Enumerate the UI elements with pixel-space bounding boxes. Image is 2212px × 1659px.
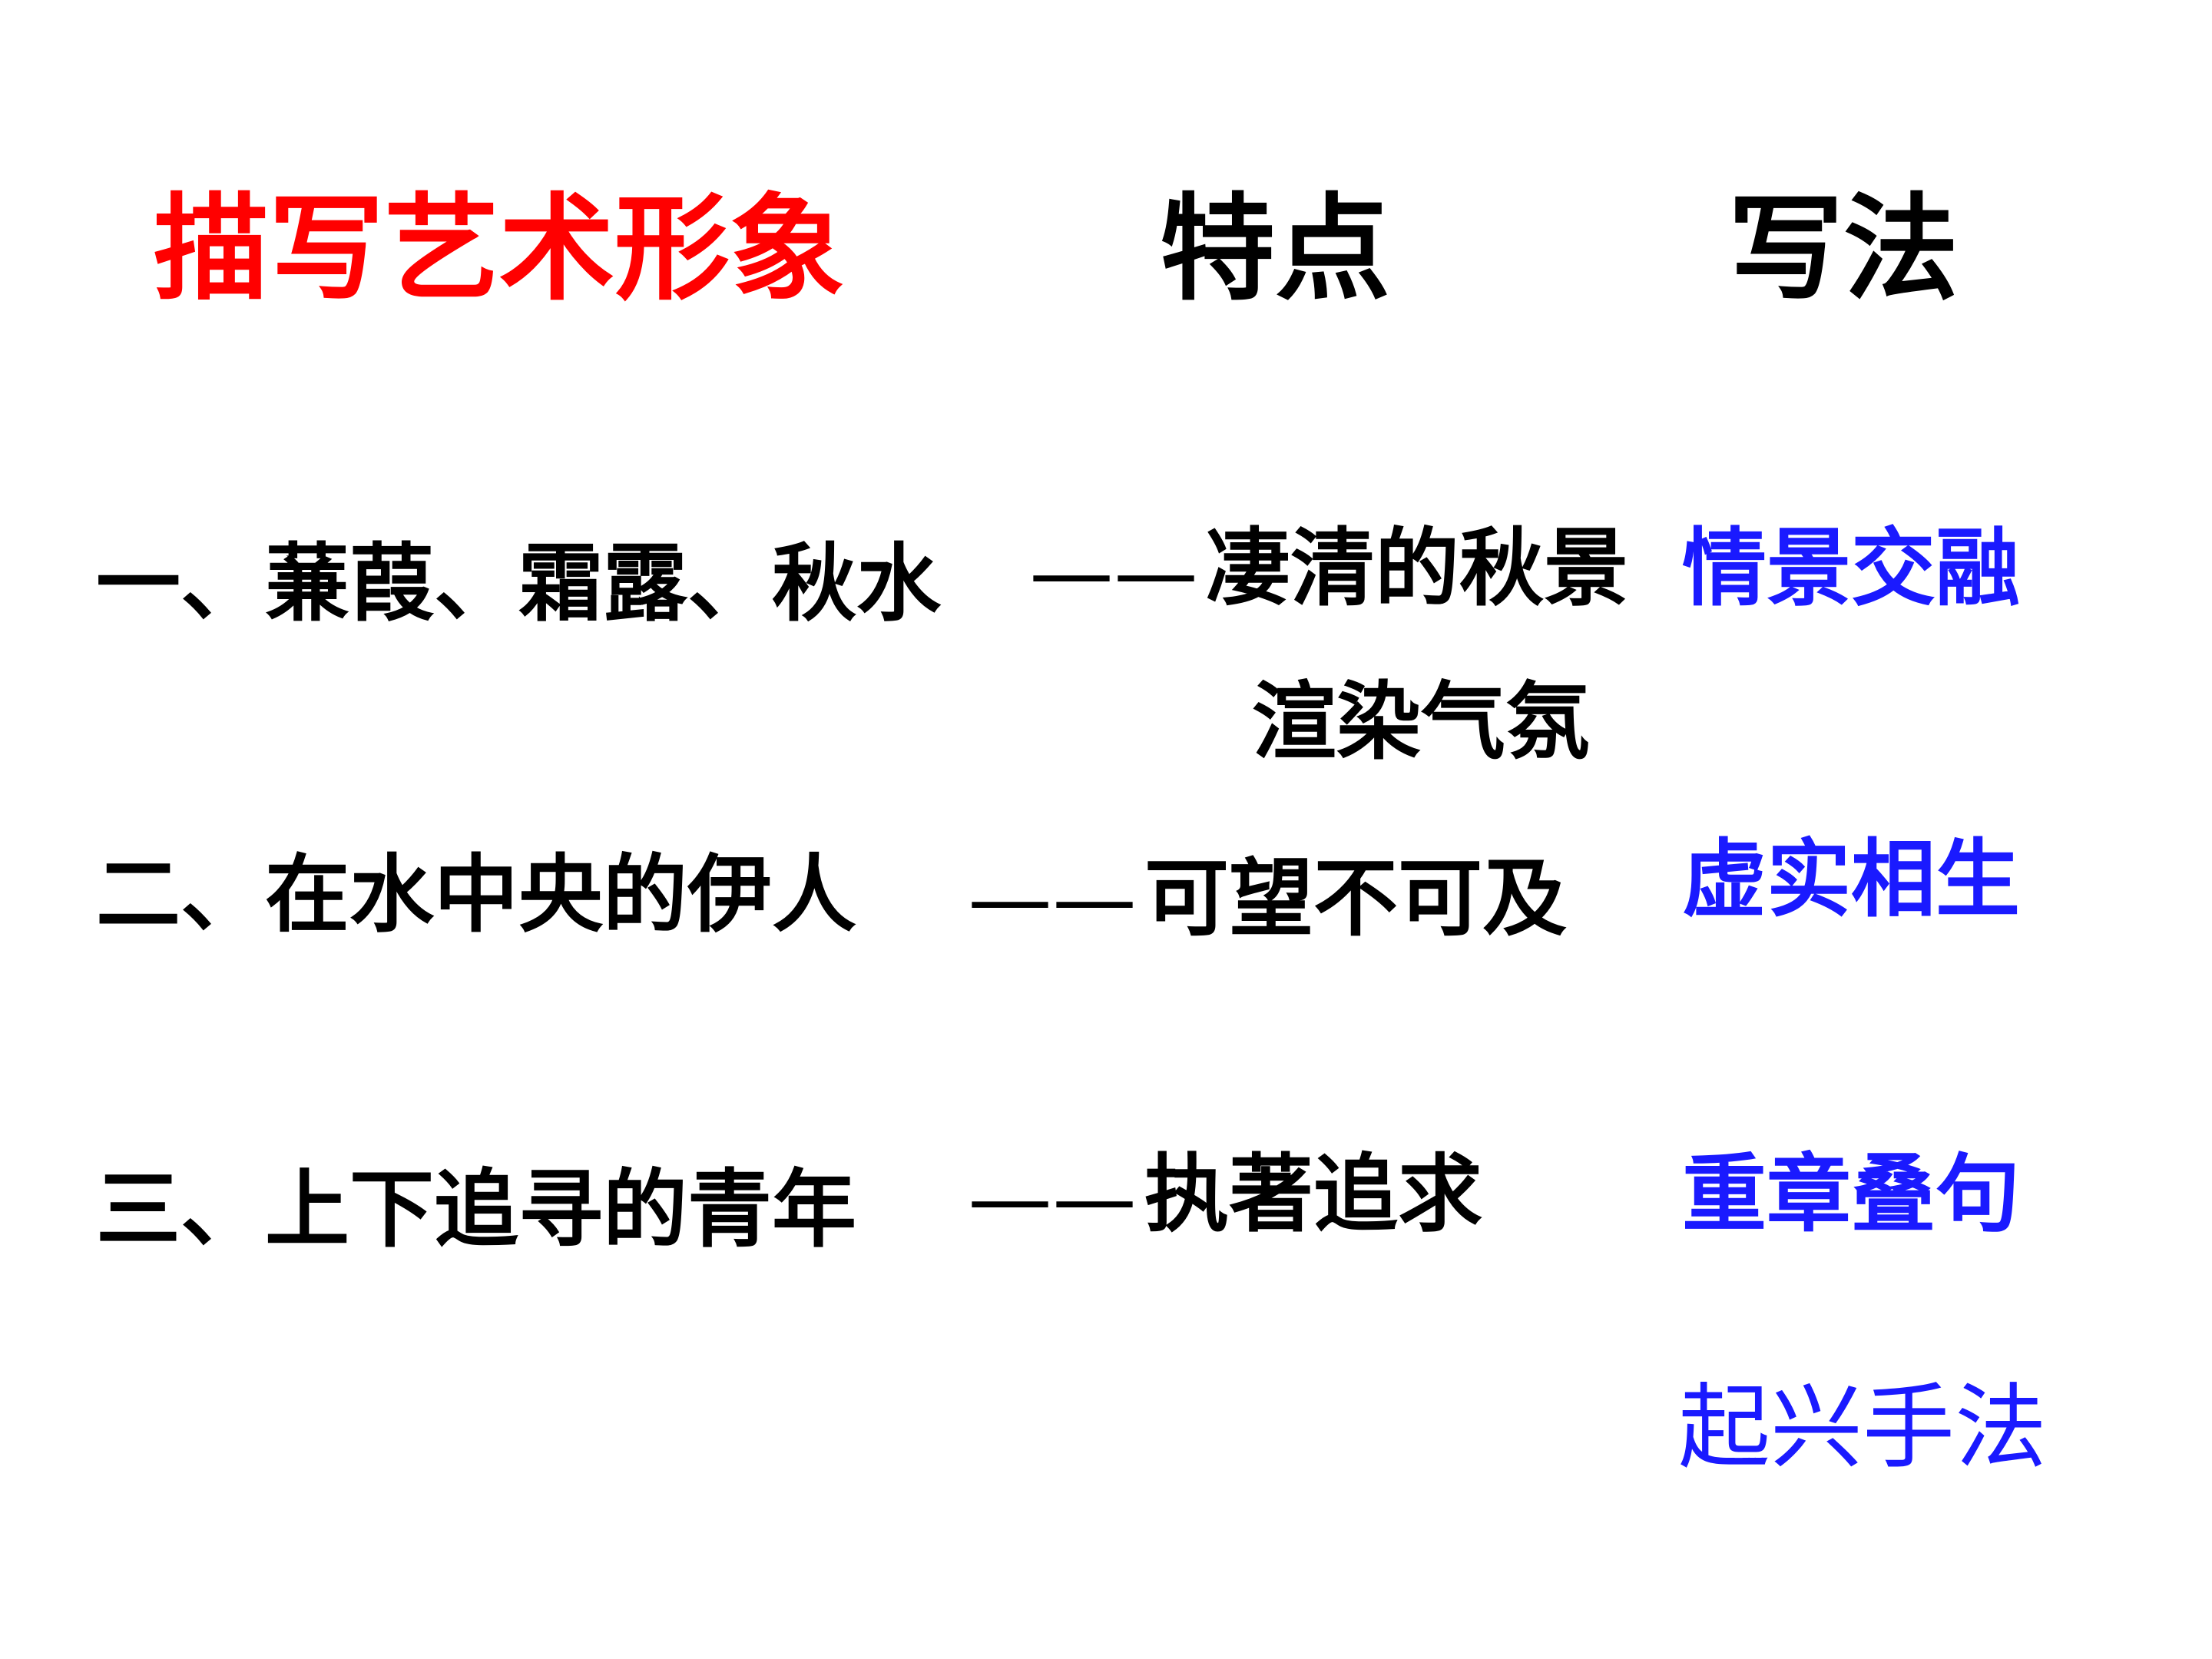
row-1-technique: 情景交融 bbox=[1682, 519, 2020, 618]
header-feature-column: 特点 bbox=[1160, 183, 1391, 316]
row-2-dash: —— bbox=[968, 849, 1137, 948]
row-2-feature: 可望不可及 bbox=[1144, 849, 1567, 948]
header-image-column: 描写艺术形象 bbox=[154, 183, 846, 316]
header-technique-column: 写法 bbox=[1728, 183, 1959, 316]
row-3-feature: 执著追求 bbox=[1144, 1145, 1482, 1243]
row-2-image: 二、在水中央的伊人 bbox=[96, 846, 856, 944]
row-2-technique: 虚实相生 bbox=[1682, 830, 2020, 929]
row-3-technique: 重章叠句 bbox=[1682, 1145, 2020, 1243]
row-3-dash: —— bbox=[968, 1149, 1137, 1247]
row-1-image: 一、蒹葭、霜露、秋水 bbox=[96, 535, 941, 633]
row-1-feature-2: 渲染气氛 bbox=[1252, 673, 1590, 771]
row-1-dash: —— bbox=[1029, 523, 1198, 621]
row-3-image: 三、上下追寻的青年 bbox=[96, 1161, 856, 1259]
extra-technique: 起兴手法 bbox=[1678, 1375, 2047, 1482]
row-1-feature: 凄清的秋景 bbox=[1206, 519, 1628, 618]
